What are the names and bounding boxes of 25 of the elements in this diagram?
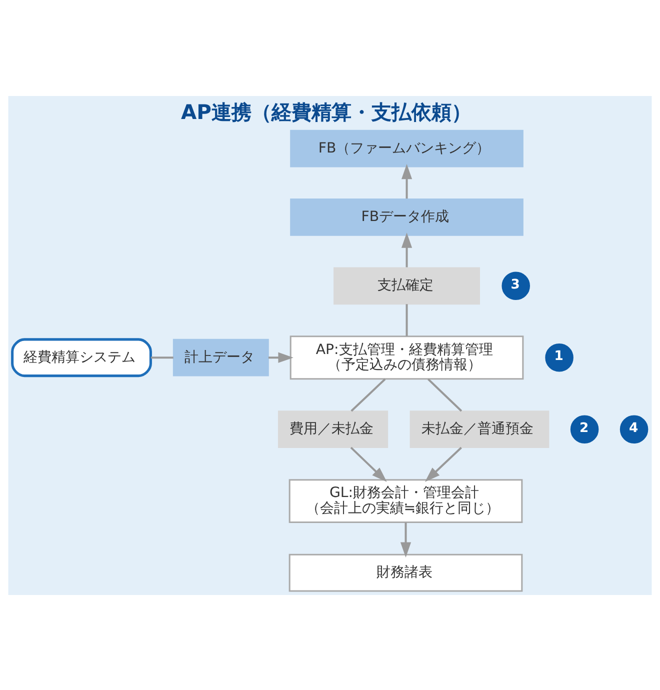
node-box: FBデータ作成 [290, 198, 524, 236]
node-circle: 4 [620, 414, 648, 443]
arrow [400, 522, 412, 557]
node-box: 財務諸表 [288, 553, 523, 592]
diagram-title: AP連携（経費精算・支払依頼） [181, 100, 472, 124]
node-box: 支払確定 [334, 266, 480, 304]
arrow [350, 446, 387, 482]
node-circle: 2 [570, 414, 599, 443]
node-box: GL:財務会計・管理会計 （会計上の実績≒銀行と同じ） [288, 478, 523, 523]
node-box: 未払金／普通預金 [410, 410, 550, 448]
node-box: 経費精算システム [11, 338, 152, 377]
connector [350, 378, 386, 412]
node-circle: 1 [545, 342, 574, 372]
arrow [401, 232, 412, 267]
connector [150, 356, 174, 358]
arrow [424, 446, 462, 482]
arrow [401, 164, 412, 198]
node-box: 計上データ [172, 338, 269, 376]
node-box: 費用／未払金 [278, 410, 388, 448]
connector [406, 304, 408, 336]
connector [428, 378, 462, 412]
node-circle: 3 [502, 271, 530, 300]
node-box: FB（ファームバンキング） [290, 129, 524, 167]
arrow [268, 352, 294, 362]
node-box: AP:支払管理・経費精算管理 （予定込みの債務情報） [290, 335, 524, 380]
